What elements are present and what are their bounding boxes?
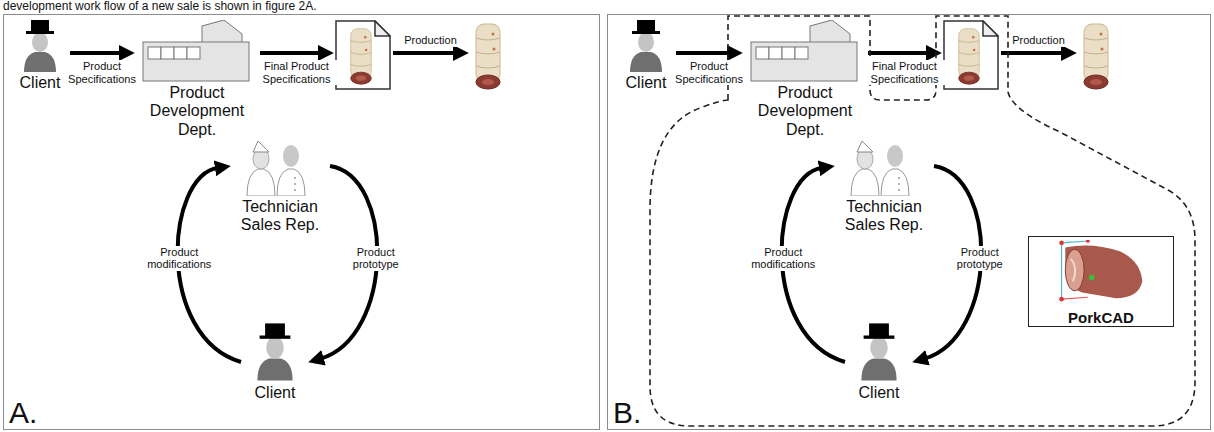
client-icon (630, 20, 662, 72)
department-icon (143, 20, 249, 81)
porkcad-model (1059, 239, 1142, 301)
flow-arrow (868, 51, 929, 55)
document-icon (944, 21, 998, 89)
node-label: Technician Sales Rep. (230, 198, 330, 235)
specification-document (941, 20, 1001, 92)
product-roll (468, 20, 508, 92)
arrow-label: Product prototype (336, 246, 416, 271)
flow-arrow (1001, 51, 1064, 55)
staff-figures: Technician Sales Rep. (230, 140, 330, 235)
arrow-label: Production (1010, 34, 1067, 47)
client-figure: Client (616, 20, 676, 92)
department-icon (751, 20, 857, 81)
client-icon (257, 323, 292, 380)
client-figure: Client (10, 20, 70, 92)
meat-roll (476, 24, 500, 89)
department-box: Product Development Dept. (134, 20, 260, 139)
node-label: Client (845, 384, 913, 402)
node-label: PorkCAD (1029, 309, 1173, 326)
arrow-label: Product modifications (743, 246, 823, 271)
panel-letter: A. (9, 398, 37, 428)
flow-arrow (260, 51, 321, 55)
arrow-label: Production (402, 34, 459, 47)
caption-fragment: development work flow of a new sale is s… (3, 0, 317, 13)
department-box: Product Development Dept. (742, 20, 868, 139)
arrow-label: Product prototype (940, 246, 1020, 271)
node-label: Client (616, 74, 676, 92)
client-icon (861, 323, 896, 380)
arrow-label: Final Product Specifications (257, 60, 337, 85)
arrow-label: Product Specifications (669, 60, 749, 85)
node-label: Client (241, 384, 309, 402)
specification-document (333, 20, 393, 92)
arrow-label: Product modifications (139, 246, 219, 271)
flow-arrow (393, 51, 456, 55)
meat-roll (1084, 24, 1108, 89)
node-label: Technician Sales Rep. (834, 198, 934, 235)
flow-arrow (70, 51, 122, 55)
sales-rep-icon (881, 145, 909, 196)
staff-figures: Technician Sales Rep. (834, 140, 934, 235)
technician-icon (851, 141, 879, 196)
client-figure: Client (845, 322, 913, 402)
node-label: Client (10, 74, 70, 92)
node-label: Product Development Dept. (134, 84, 260, 139)
technician-icon (247, 141, 275, 196)
product-roll (1076, 20, 1116, 92)
panel-letter: B. (613, 398, 641, 428)
sales-rep-icon (277, 145, 305, 196)
client-figure: Client (241, 322, 309, 402)
software-box: PorkCAD (1028, 236, 1174, 327)
node-label: Product Development Dept. (742, 84, 868, 139)
client-icon (24, 20, 56, 72)
arrow-label: Product Specifications (62, 60, 142, 85)
flow-arrow (676, 51, 730, 55)
dashed-outline (650, 16, 1195, 426)
arrow-label: Final Product Specifications (865, 60, 945, 85)
document-icon (336, 21, 390, 89)
